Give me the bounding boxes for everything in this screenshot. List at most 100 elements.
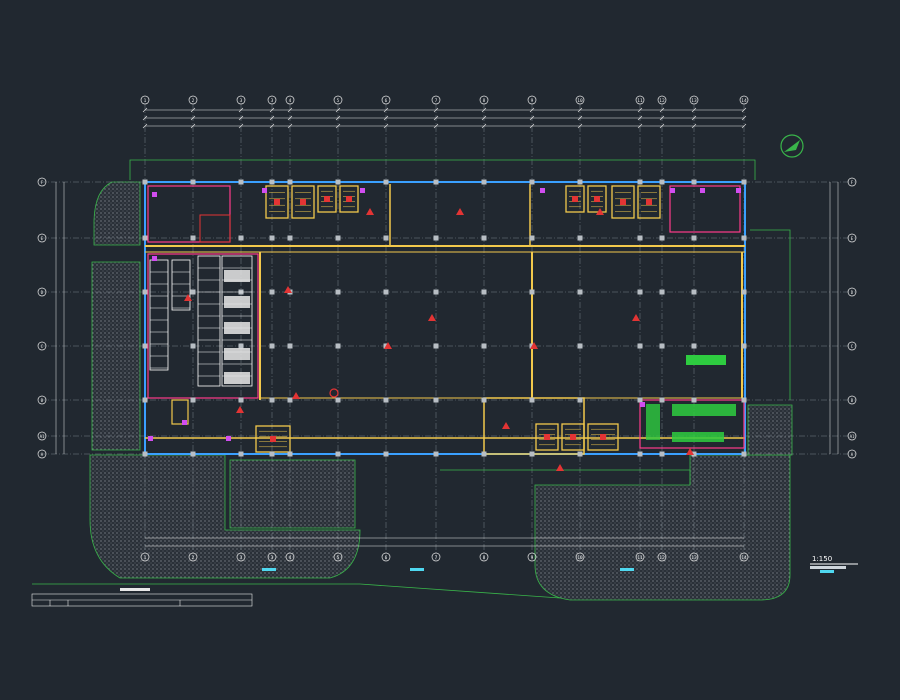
stair-core — [587, 423, 619, 451]
structural-column — [637, 235, 643, 241]
magenta-tag — [262, 188, 267, 193]
structural-column — [577, 343, 583, 349]
grid-axis-bubble-side: F — [847, 177, 857, 187]
equipment — [171, 355, 736, 442]
grid-axis-bubble-top: 3 — [267, 552, 277, 562]
drawing-title-sub — [810, 566, 846, 569]
site-boundary-east — [750, 229, 791, 400]
structural-column — [637, 451, 643, 457]
dimension-tick — [529, 115, 535, 121]
structural-column — [335, 289, 341, 295]
structural-column — [269, 179, 275, 185]
dimension-tick — [659, 115, 665, 121]
fixture-marker — [236, 406, 244, 413]
stair-core — [611, 185, 635, 219]
grid-axis-circle — [140, 95, 150, 105]
grid-axis-bubble-side: D — [847, 287, 857, 297]
grid-axis-label: 8 — [483, 555, 486, 561]
dimension-tick — [433, 107, 439, 113]
structural-column — [481, 397, 487, 403]
stair-core-mark — [324, 196, 330, 202]
stair-core-frame — [587, 423, 619, 451]
stair-core — [587, 185, 607, 213]
structural-column — [691, 289, 697, 295]
structural-column — [691, 235, 697, 241]
dimension-tick — [238, 123, 244, 129]
grid-axis-bubble-top: 7 — [431, 95, 441, 105]
grid-axis-label: 5 — [337, 98, 340, 104]
structural-column — [659, 397, 665, 403]
dimension-tick — [335, 107, 341, 113]
grid-axis-circle — [635, 95, 645, 105]
grid-axis-label: 2 — [192, 98, 195, 104]
stair-core — [535, 423, 559, 451]
structural-column — [190, 343, 196, 349]
grid-axis-circle — [431, 552, 441, 562]
grid-axis-circle — [689, 95, 699, 105]
dimension-tick — [637, 115, 643, 121]
structural-column — [481, 343, 487, 349]
grid-axis-bubble-top: 1 — [140, 552, 150, 562]
fixture-marker — [284, 286, 292, 293]
stair-core-mark — [600, 434, 606, 440]
grid-axis-circle — [37, 395, 47, 405]
structural-column — [142, 343, 148, 349]
grid-axis-circle — [847, 233, 857, 243]
grid-axis-bubble-top: 13 — [689, 552, 699, 562]
structural-column — [383, 397, 389, 403]
stair-core-frame — [587, 185, 607, 213]
structural-column — [287, 179, 293, 185]
north-arrow-circle — [780, 134, 804, 158]
magenta-tag — [736, 188, 741, 193]
structural-column — [741, 289, 747, 295]
storage-crate — [224, 322, 250, 334]
equipment-green-4 — [646, 404, 660, 440]
structural-column — [383, 235, 389, 241]
structural-column — [481, 235, 487, 241]
grid-axis-bubble-side: B — [37, 395, 47, 405]
grid-axis-label: C — [851, 344, 854, 349]
structural-column — [269, 397, 275, 403]
dimension-tick — [335, 123, 341, 129]
grid-axis-bubble-top: 8 — [479, 552, 489, 562]
structural-column — [190, 235, 196, 241]
dimension-tick — [659, 107, 665, 113]
structural-column — [529, 289, 535, 295]
landscape-zone-west — [91, 261, 141, 451]
grid-axis-label: F — [851, 180, 854, 185]
magenta-tag — [148, 436, 153, 441]
dimension-tick — [659, 123, 665, 129]
grid-axis-bubble-top: 10 — [575, 95, 585, 105]
magenta-tag — [226, 436, 231, 441]
structural-column — [529, 451, 535, 457]
dimension-lines — [55, 107, 839, 547]
grid-axis-bubble-top: 14 — [739, 95, 749, 105]
magenta-tag — [640, 402, 645, 407]
structural-column — [529, 179, 535, 185]
grid-axis-bubble-side: C — [37, 341, 47, 351]
storage-crate — [224, 372, 250, 384]
fixture-marker — [456, 208, 464, 215]
stair-core-mark — [300, 199, 306, 205]
grid-axis-bubble-side: C — [847, 341, 857, 351]
grid-axis-bubble-top: 12 — [657, 552, 667, 562]
grid-axis-label: A1 — [850, 434, 855, 439]
structural-column — [741, 397, 747, 403]
drawing-scale: 1:150 — [812, 555, 832, 563]
dimension-tick — [269, 115, 275, 121]
grid-axis-label: F — [41, 180, 44, 185]
grid-axis-bubble-top: 3 — [267, 95, 277, 105]
dimension-tick — [335, 115, 341, 121]
stair-core-mark — [270, 436, 276, 442]
equipment-green-1 — [686, 355, 726, 365]
stair-core — [637, 185, 661, 219]
grid-axis-circle — [739, 552, 749, 562]
grid-axis-label: 10 — [577, 98, 583, 104]
grid-axis-label: 9 — [531, 98, 534, 104]
grid-axis-bubble-side: A — [37, 449, 47, 459]
dimension-tick — [529, 107, 535, 113]
structural-column — [691, 343, 697, 349]
storage-racks — [149, 255, 253, 387]
grid-axis-circle — [657, 95, 667, 105]
dimension-tick — [691, 107, 697, 113]
